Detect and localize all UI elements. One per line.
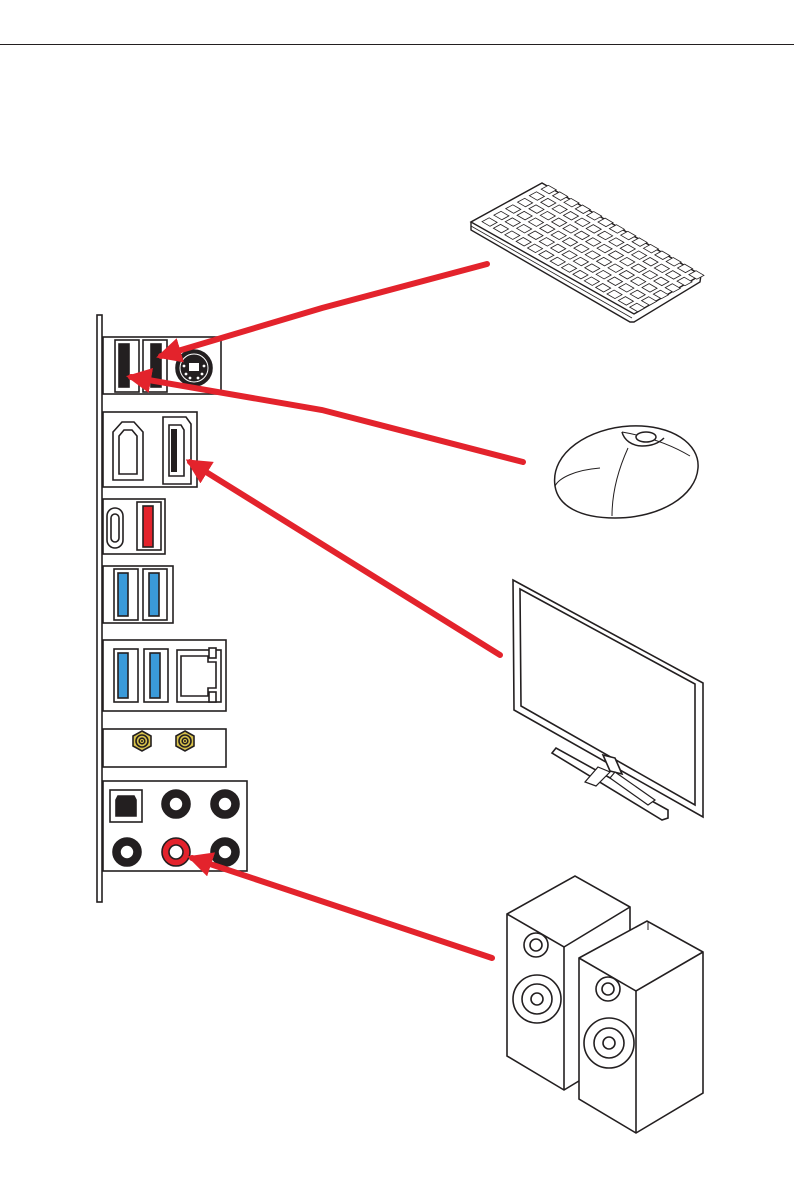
io-panel-bracket: [97, 315, 102, 902]
lan-port[interactable]: [177, 648, 221, 702]
optical-spdif-out[interactable]: [110, 790, 142, 822]
port-group-usbc: [103, 499, 165, 554]
hdmi-port[interactable]: [113, 422, 143, 480]
keyboard-arrow: [161, 264, 487, 356]
monitor-icon: [513, 580, 703, 820]
ps2-port[interactable]: [176, 350, 212, 386]
audio-jack[interactable]: [113, 838, 141, 866]
usb-type-c-port[interactable]: [107, 508, 123, 548]
io-panel: [97, 315, 247, 902]
port-group-usb3-a: [103, 566, 173, 623]
monitor-arrow: [190, 462, 500, 655]
audio-jack-line-out[interactable]: [162, 838, 190, 866]
port-group-video: [103, 412, 197, 487]
port-group-usb3-lan: [103, 640, 226, 711]
usb3-port[interactable]: [114, 569, 138, 620]
audio-jack[interactable]: [162, 790, 190, 818]
wifi-antenna-connector[interactable]: [133, 731, 151, 751]
keyboard-icon: [471, 183, 704, 322]
displayport-port[interactable]: [163, 417, 191, 484]
usb3-port[interactable]: [143, 569, 167, 620]
audio-jack[interactable]: [211, 838, 239, 866]
audio-jack[interactable]: [211, 790, 239, 818]
usb-red-port[interactable]: [137, 502, 161, 550]
mouse-icon: [555, 426, 699, 518]
speakers-arrow: [192, 858, 492, 958]
speakers-icon: [507, 876, 703, 1133]
usb3-port[interactable]: [144, 649, 168, 702]
port-group-wifi: [103, 729, 226, 767]
usb2-port[interactable]: [115, 340, 139, 392]
usb3-port[interactable]: [114, 649, 138, 702]
wifi-antenna-connector[interactable]: [176, 731, 194, 751]
port-group-audio: [103, 781, 247, 871]
